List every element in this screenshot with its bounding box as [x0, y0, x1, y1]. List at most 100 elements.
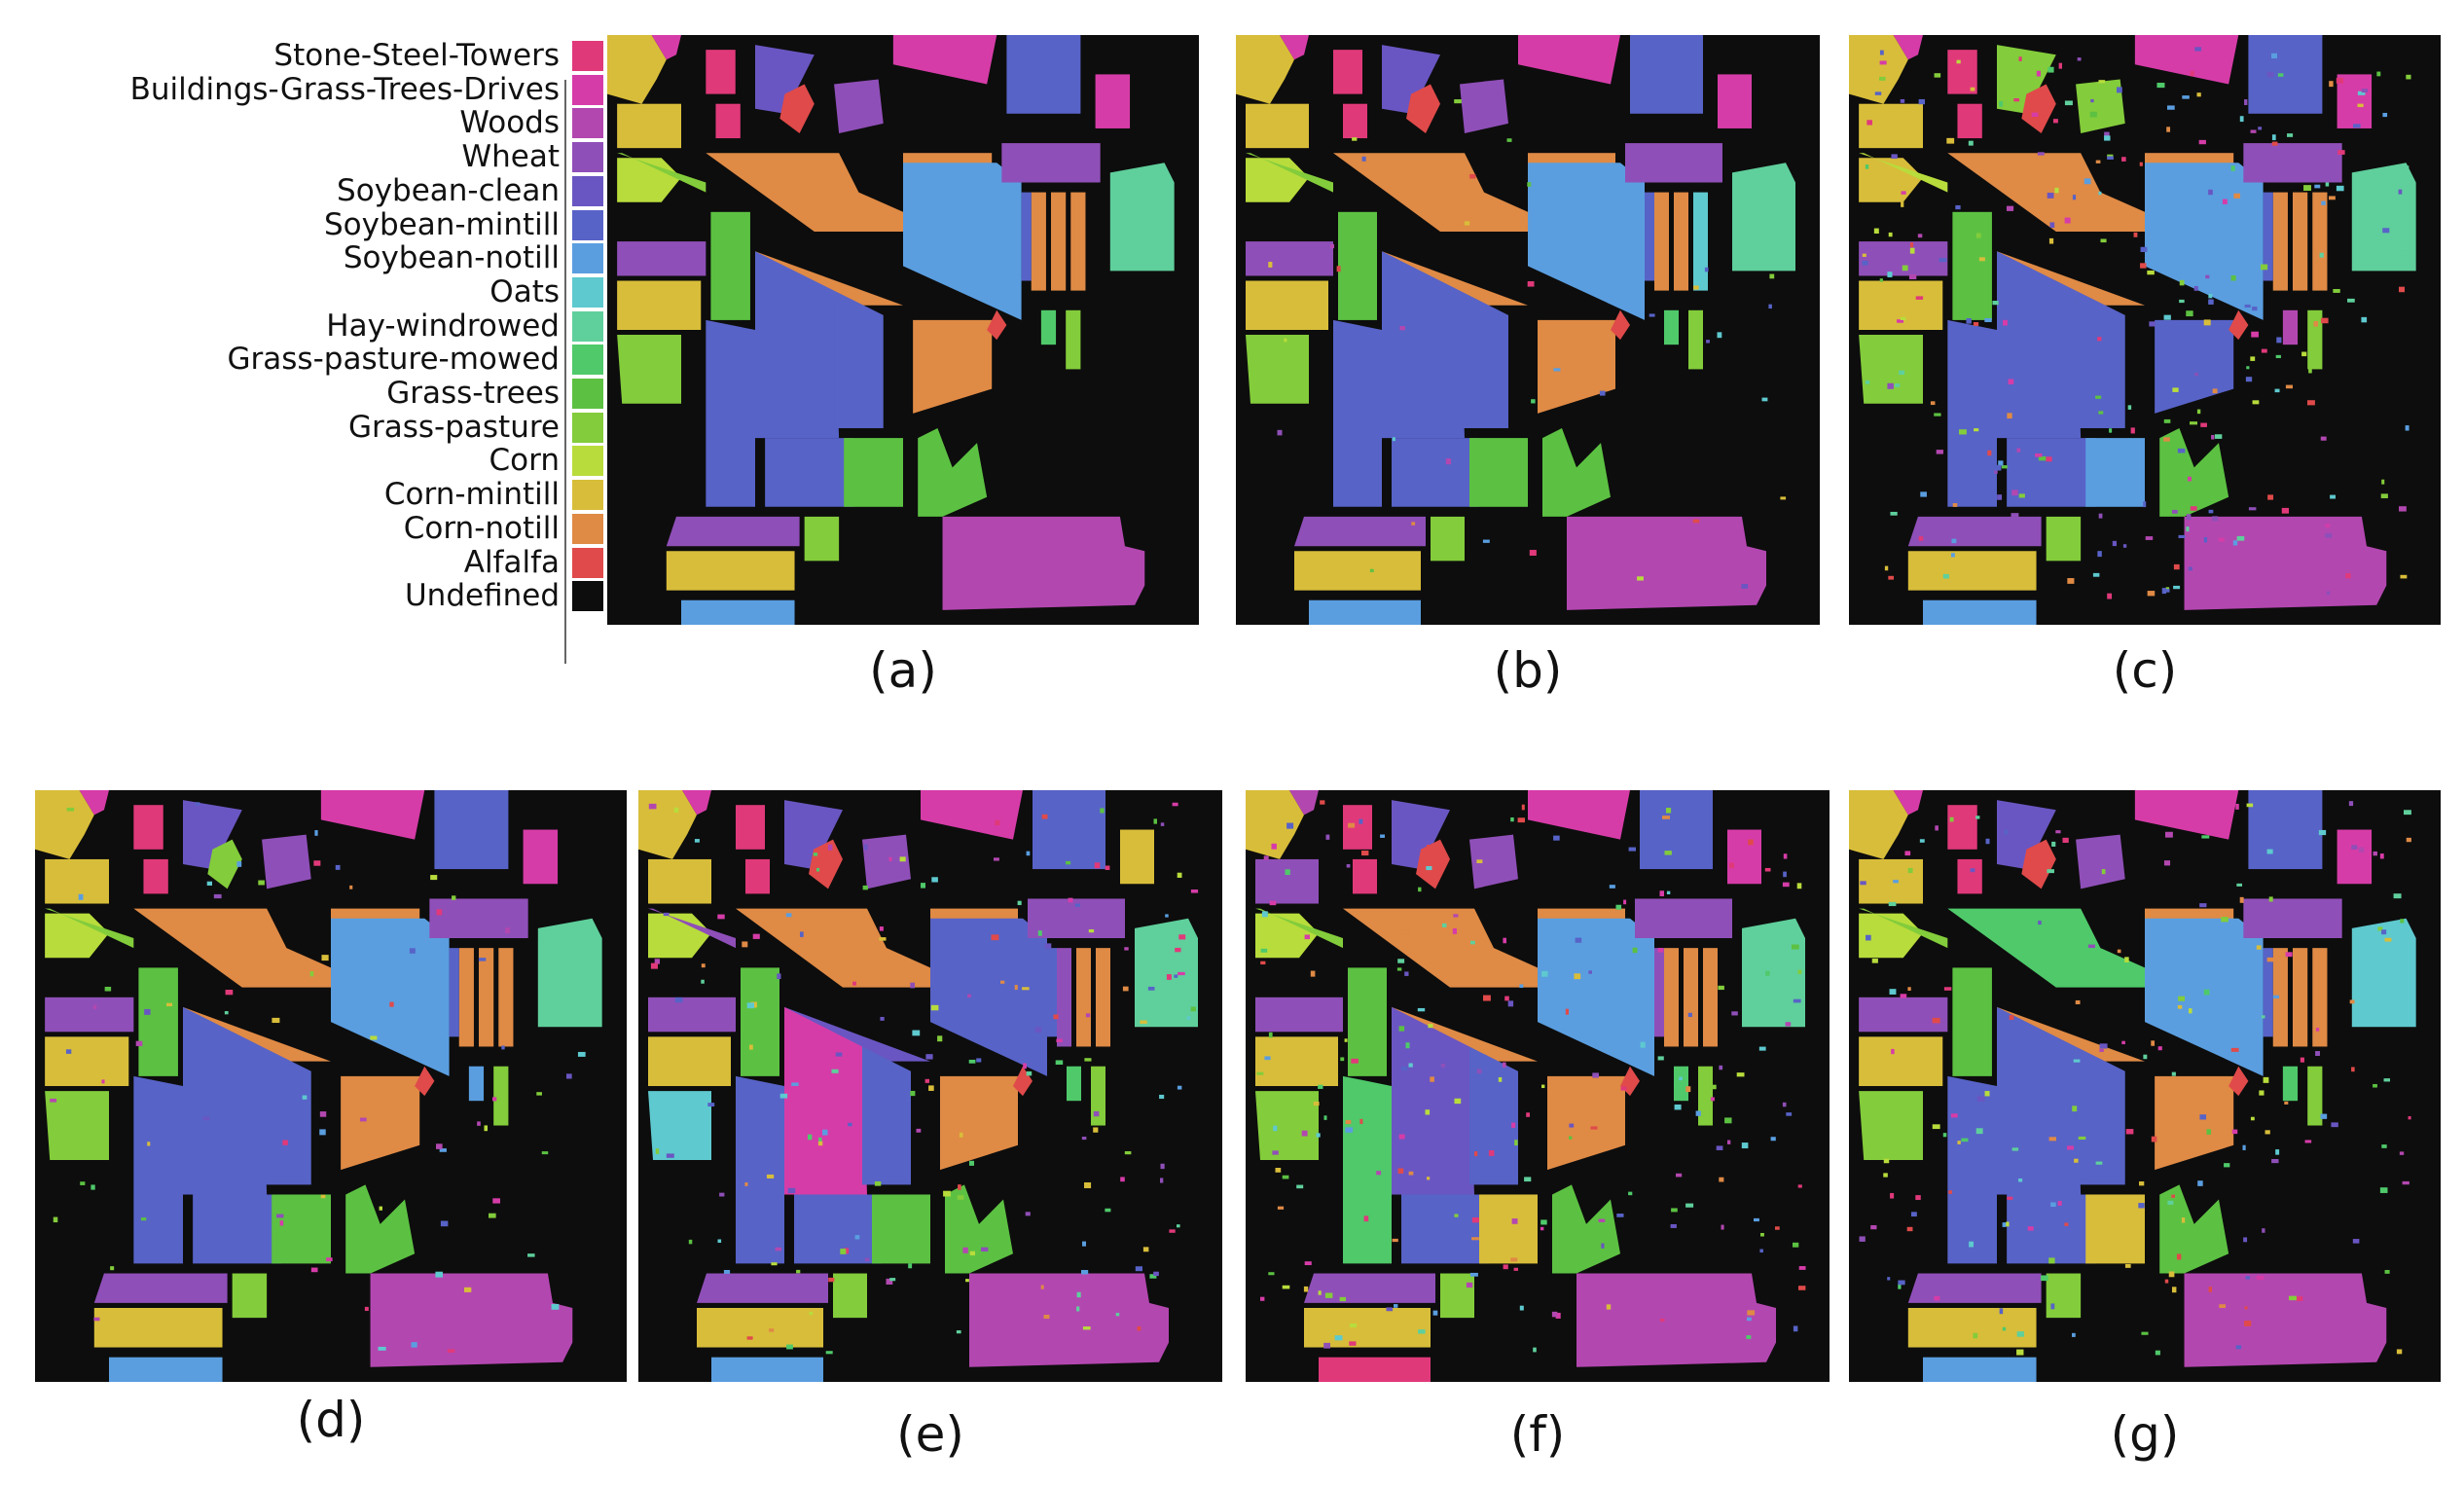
- map-noise-pixel: [786, 1344, 793, 1350]
- map-field: [755, 251, 840, 439]
- map-noise-pixel: [1177, 1085, 1182, 1090]
- map-noise-pixel: [2380, 493, 2388, 499]
- map-noise-pixel: [1555, 1312, 1561, 1319]
- map-noise-pixel: [2337, 150, 2345, 155]
- map-field: [706, 153, 903, 232]
- map-noise-pixel: [2171, 1287, 2177, 1293]
- map-noise-pixel: [719, 1192, 725, 1197]
- map-noise-pixel: [2351, 1067, 2355, 1072]
- map-noise-pixel: [2127, 405, 2132, 410]
- map-noise-pixel: [2163, 437, 2170, 442]
- map-noise-pixel: [1966, 317, 1972, 324]
- map-field: [2076, 834, 2125, 889]
- map-noise-pixel: [1908, 274, 1917, 279]
- legend-label: Soybean-mintill: [323, 206, 560, 242]
- map-noise-pixel: [1958, 429, 1967, 435]
- map-noise-pixel: [908, 1263, 913, 1269]
- map-noise-pixel: [1900, 994, 1907, 998]
- map-noise-pixel: [2276, 337, 2282, 344]
- map-field: [681, 599, 795, 625]
- map-noise-pixel: [1482, 539, 1490, 543]
- map-field: [1255, 1091, 1319, 1160]
- legend-label: Alfalfa: [463, 544, 560, 580]
- map-noise-pixel: [766, 1174, 775, 1179]
- map-noise-pixel: [1511, 1218, 1518, 1224]
- map-field: [320, 790, 425, 840]
- caption-a: (a): [869, 642, 937, 699]
- map-noise-pixel: [1469, 173, 1476, 179]
- map-noise-pixel: [1574, 973, 1581, 980]
- map-noise-pixel: [1533, 1347, 1537, 1353]
- map-noise-pixel: [1975, 816, 1980, 819]
- map-noise-pixel: [2016, 448, 2021, 453]
- map-field: [2007, 1194, 2096, 1264]
- map-noise-pixel: [1081, 1136, 1087, 1141]
- map-noise-pixel: [1999, 1308, 2004, 1315]
- map-noise-pixel: [1454, 1098, 1462, 1105]
- map-noise-pixel: [2239, 116, 2244, 123]
- map-field: [1416, 839, 1450, 889]
- map-field: [2272, 948, 2288, 1047]
- map-field: [834, 290, 884, 428]
- map-noise-pixel: [2384, 937, 2392, 942]
- map-noise-pixel: [1783, 871, 1787, 878]
- map-field: [1392, 1006, 1474, 1195]
- map-noise-pixel: [1553, 835, 1560, 841]
- map-field: [706, 50, 736, 94]
- map-noise-pixel: [2067, 1145, 2075, 1150]
- map-noise-pixel: [1427, 1177, 1431, 1180]
- map-noise-pixel: [2400, 574, 2408, 579]
- map-field: [2159, 1184, 2229, 1274]
- map-noise-pixel: [796, 1269, 801, 1274]
- map-noise-pixel: [1741, 584, 1749, 589]
- map-noise-pixel: [1946, 137, 1955, 144]
- map-noise-pixel: [2104, 135, 2111, 141]
- map-field: [45, 858, 109, 904]
- map-noise-pixel: [2208, 294, 2213, 299]
- map-noise-pixel: [2181, 1217, 2186, 1223]
- map-noise-pixel: [1034, 1027, 1042, 1033]
- map-noise-pixel: [80, 1181, 86, 1185]
- map-field: [1567, 516, 1766, 610]
- map-noise-pixel: [2271, 134, 2276, 141]
- map-noise-pixel: [968, 1059, 976, 1064]
- map-noise-pixel: [2230, 165, 2235, 171]
- map-noise-pixel: [1022, 987, 1030, 991]
- classification-map-c: [1849, 35, 2441, 625]
- map-noise-pixel: [2002, 1326, 2007, 1331]
- map-noise-pixel: [2055, 830, 2061, 834]
- map-noise-pixel: [1531, 399, 1536, 404]
- map-noise-pixel: [1728, 862, 1734, 869]
- map-noise-pixel: [1870, 1224, 1877, 1230]
- map-noise-pixel: [2406, 74, 2411, 80]
- map-noise-pixel: [1994, 464, 2002, 471]
- map-noise-pixel: [1957, 1141, 1961, 1144]
- map-noise-pixel: [2408, 1116, 2411, 1120]
- map-noise-pixel: [2098, 411, 2104, 415]
- map-noise-pixel: [2107, 593, 2113, 599]
- map-noise-pixel: [2166, 127, 2171, 132]
- map-noise-pixel: [1934, 1295, 1940, 1301]
- map-noise-pixel: [2046, 456, 2052, 462]
- map-field: [794, 1194, 882, 1264]
- map-field: [133, 805, 163, 850]
- map-noise-pixel: [1955, 204, 1961, 210]
- classification-map-e: [638, 790, 1222, 1382]
- map-noise-pixel: [2219, 1304, 2226, 1308]
- map-noise-pixel: [654, 959, 660, 964]
- legend-label: Woods: [459, 105, 560, 141]
- map-noise-pixel: [1084, 1058, 1092, 1062]
- map-noise-pixel: [2051, 841, 2056, 847]
- map-noise-pixel: [2090, 98, 2094, 103]
- map-noise-pixel: [2315, 1028, 2320, 1032]
- map-noise-pixel: [2182, 95, 2190, 99]
- map-noise-pixel: [666, 1153, 674, 1158]
- map-noise-pixel: [921, 883, 925, 889]
- legend-item: Soybean-notill: [0, 241, 613, 275]
- map-canvas: [1236, 35, 1795, 625]
- map-noise-pixel: [409, 948, 416, 954]
- map-field: [1479, 1194, 1538, 1264]
- map-noise-pixel: [2224, 1163, 2230, 1168]
- map-noise-pixel: [2188, 1008, 2192, 1014]
- map-noise-pixel: [1657, 1056, 1664, 1061]
